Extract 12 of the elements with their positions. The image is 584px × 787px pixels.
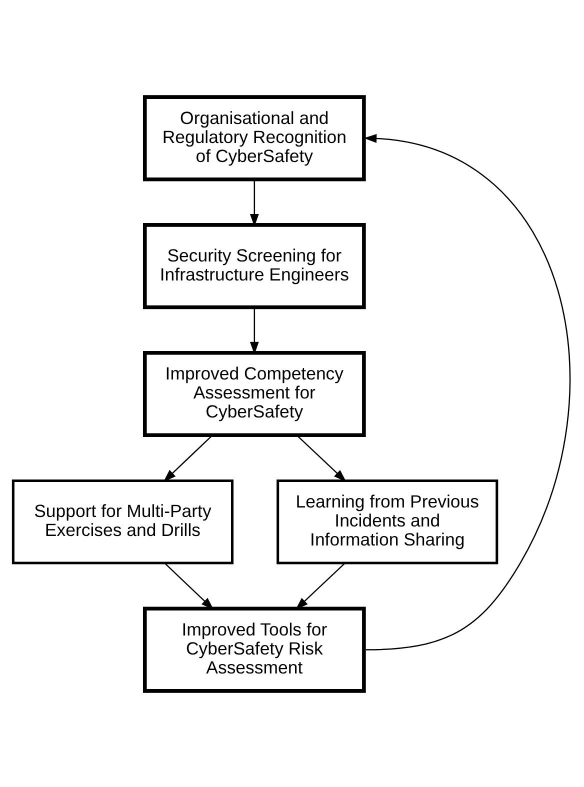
arrow [163,434,213,482]
arrow [364,134,571,650]
node-box: Organisational and Regulatory Recognition of CyberSafety [142,94,366,181]
arrow [296,562,346,610]
node-box: Improved Competency Assessment for CyberSafety [142,350,366,437]
node-box: Support for Multi-Party Exercises and Drills [12,478,234,564]
node-box: Improved Tools for CyberSafety Risk Assessment [142,606,366,692]
arrow [250,179,259,226]
arrow [164,562,214,610]
node-box: Security Screening for Infrastructure Engineers [142,222,366,309]
arrow [296,434,346,482]
node-box: Learning from Previous Incidents and Information Sharing [276,478,498,564]
